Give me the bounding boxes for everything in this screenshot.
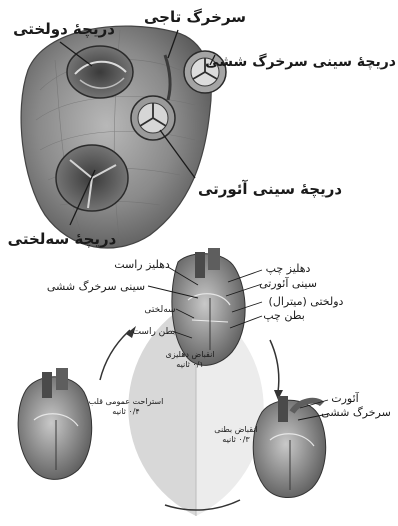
label-pulmonary-semilunar: سینی سرخرگ ششی — [47, 280, 145, 293]
heart-diastole — [18, 368, 92, 479]
cycle-arrow-left — [100, 330, 130, 380]
label-aortic-semilunar: سینی آئورتی — [259, 276, 317, 290]
heart-ventricular-systole — [253, 396, 325, 498]
phase-name: انقباض دهلیزی — [165, 350, 214, 359]
label-pulmonary-artery: سرخرگ ششی — [321, 406, 391, 419]
label-left-atrium: دهلیز چپ — [266, 262, 311, 275]
label-left-ventricle: بطن چپ — [263, 309, 305, 322]
label-coronary-artery: سرخرگ تاجی — [144, 8, 246, 26]
label-mitral: دولختی (میترال) — [269, 295, 344, 308]
phase-duration: ۰/۴ ثانیه — [112, 407, 139, 416]
phase-name: انقباض بطنی — [214, 425, 257, 434]
label-tricuspid-valve: دریچهٔ سه‌لختی — [8, 230, 117, 249]
valves-view: دریچهٔ دولختی سرخرگ تاجی دریچهٔ سینی سرخ… — [8, 8, 396, 249]
label-tricuspid: سه‌لختی — [144, 305, 175, 315]
label-pulmonary-valve: دریچهٔ سینی سرخرگ ششی — [205, 53, 396, 70]
label-mitral-valve: دریچهٔ دولختی — [13, 20, 115, 39]
phase-duration: ۰/۳ ثانیه — [222, 435, 250, 444]
heart-atrial-systole — [172, 248, 245, 365]
cycle-arrow-right — [270, 340, 279, 392]
aortic-valve-shape — [131, 96, 175, 140]
label-aortic-valve: دریچهٔ سینی آئورتی — [198, 180, 342, 199]
label-right-ventricle: بطن راست — [133, 327, 176, 337]
cycle-view: دهلیز راست سینی سرخرگ ششی دهلیز چپ سینی … — [18, 248, 391, 516]
mitral-valve-shape — [67, 46, 133, 98]
label-aorta: آئورت — [331, 391, 359, 405]
phase-duration: ۰/۱ ثانیه — [176, 360, 203, 369]
phase-name: استراحت عمومی قلب — [89, 397, 164, 406]
label-right-atrium: دهلیز راست — [114, 258, 170, 271]
